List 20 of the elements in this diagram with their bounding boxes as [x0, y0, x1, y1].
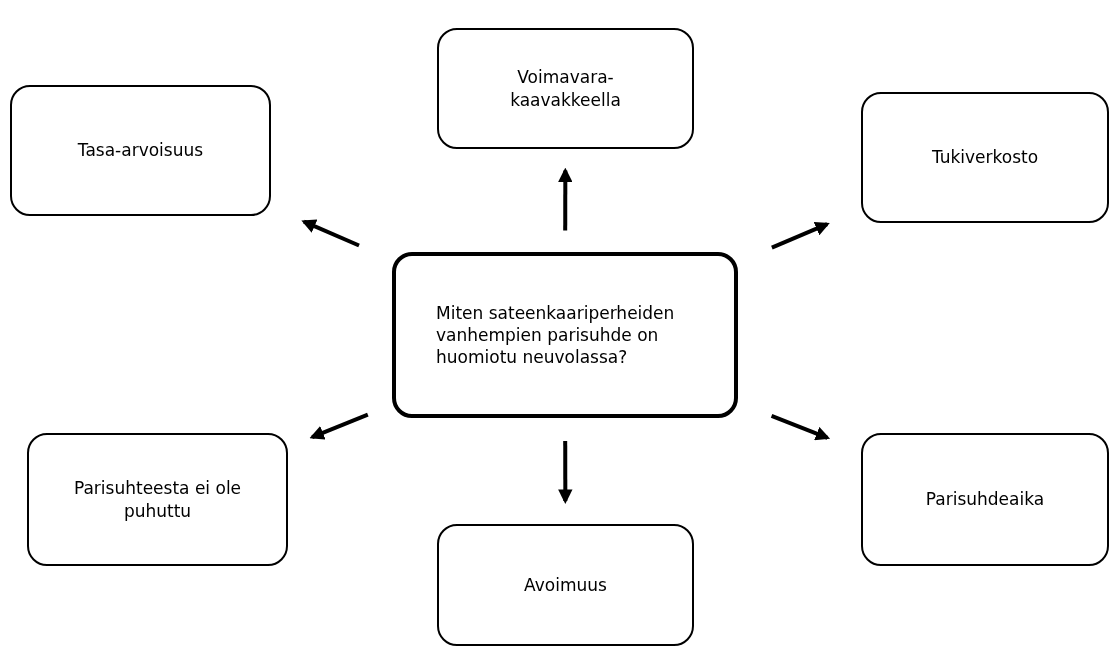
question-box — [392, 252, 738, 418]
arrow — [309, 412, 369, 440]
arrow — [770, 414, 831, 441]
theme-box — [861, 92, 1109, 223]
box-text: Voimavara-kaavakkeella — [509, 66, 622, 111]
arrow — [301, 219, 360, 248]
box-text: Parisuhteesta ei ole puhuttu — [72, 477, 243, 522]
theme-box — [10, 85, 271, 216]
theme-box — [437, 524, 694, 646]
box-text: Miten sateenkaariperheiden vanhempien parisuhde on huomiotu neuvolassa? — [436, 301, 676, 369]
theme-box — [861, 433, 1109, 566]
arrow — [558, 167, 573, 231]
box-text: Tasa-arvoisuus — [77, 139, 204, 162]
arrow — [771, 222, 830, 250]
box-text: Avoimuus — [524, 573, 607, 597]
theme-box — [27, 433, 288, 566]
box-text: Tukiverkosto — [931, 146, 1039, 169]
box-text: Parisuhdeaika — [925, 488, 1045, 511]
theme-box — [437, 28, 694, 149]
arrow — [558, 441, 573, 504]
